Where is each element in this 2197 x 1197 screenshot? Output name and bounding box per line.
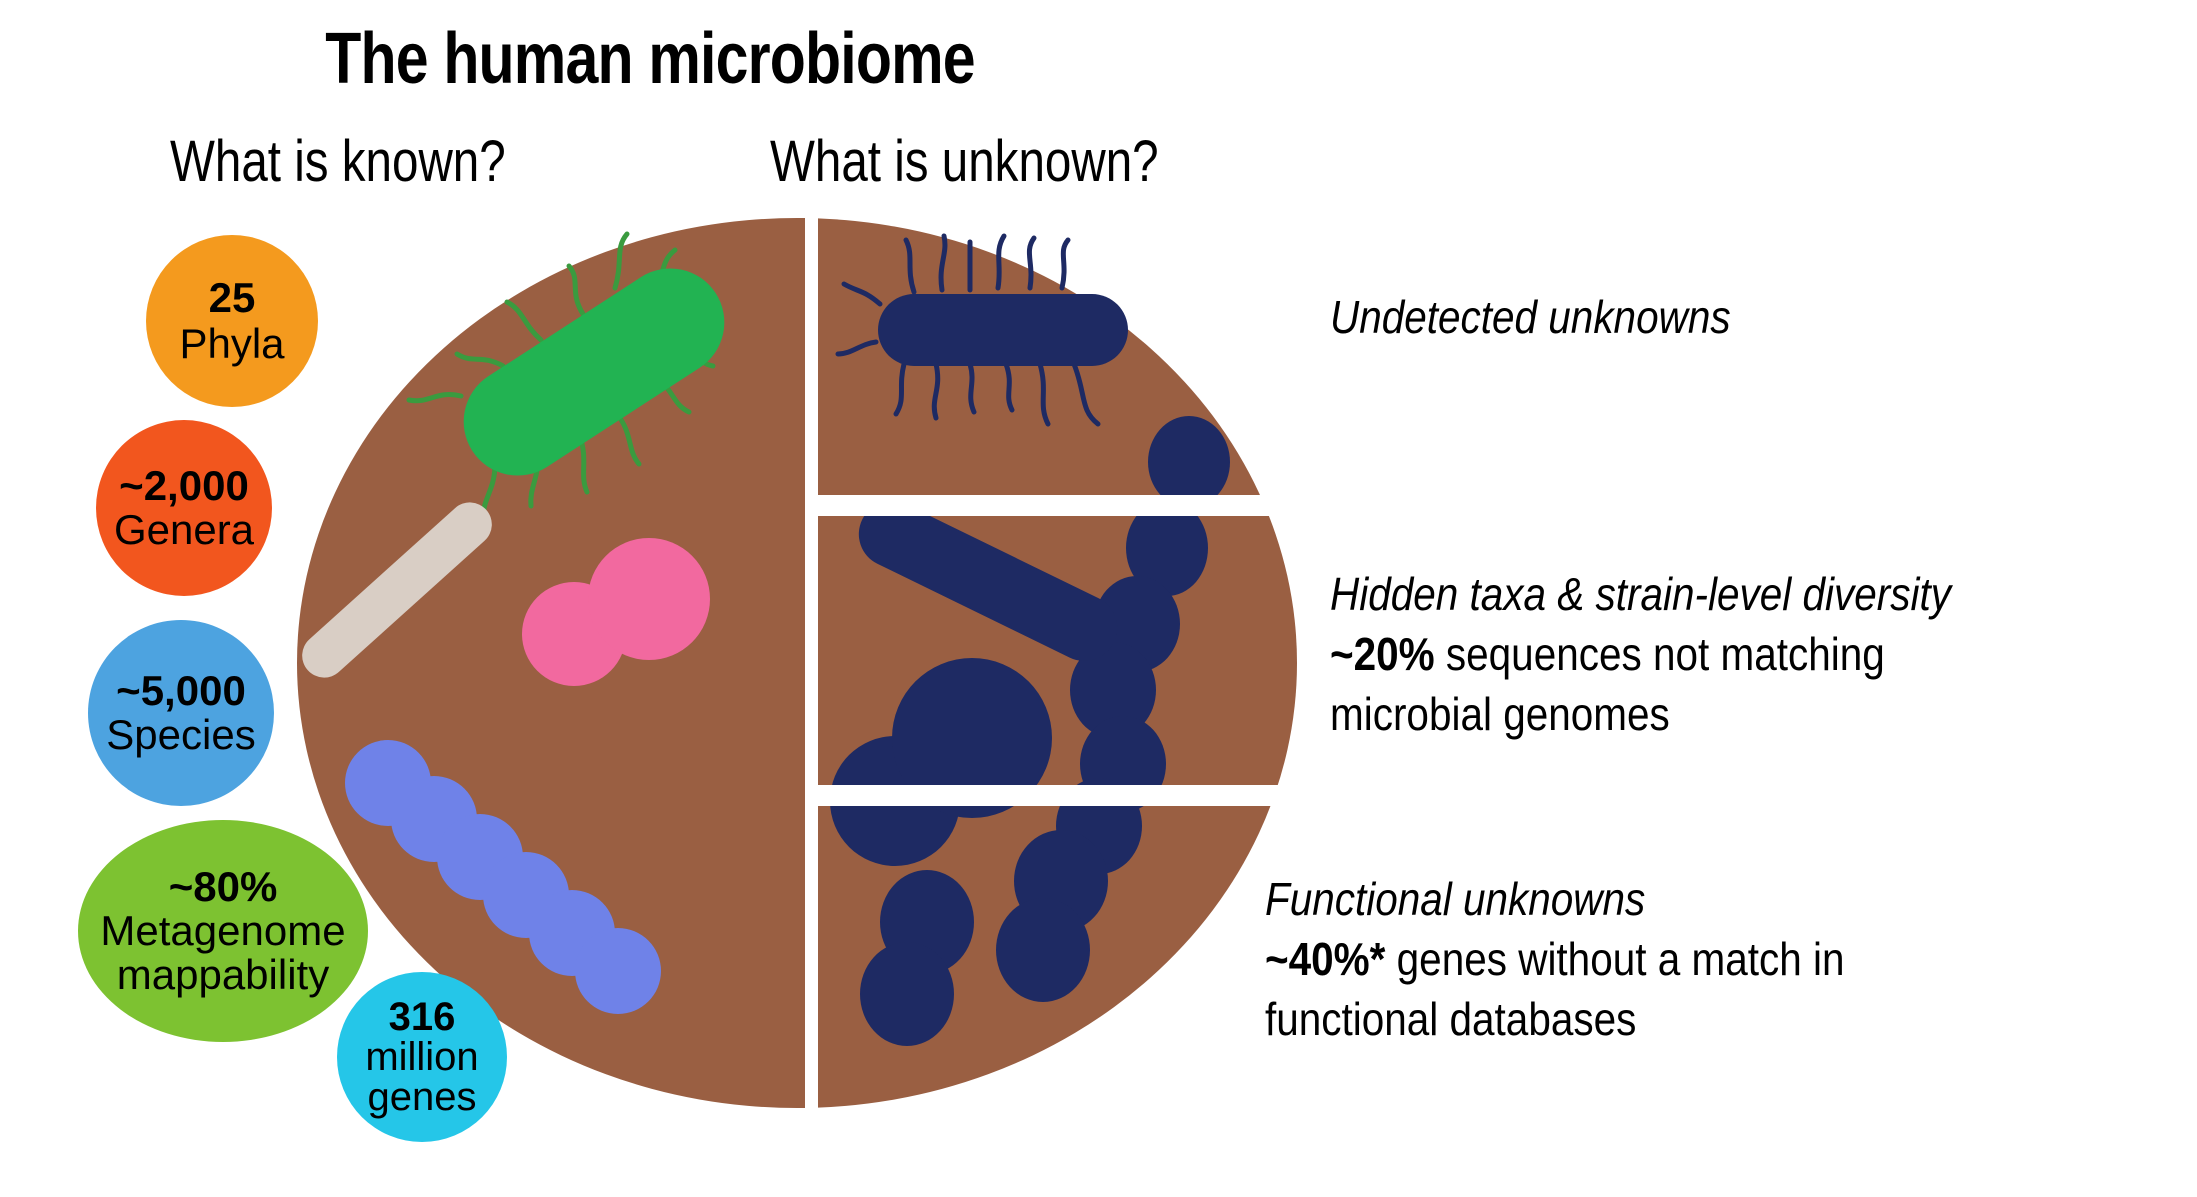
annotation-functional-unknowns: Functional unknowns ~40%* genes without … — [1265, 870, 1844, 1049]
stat-value-species: ~5,000 — [116, 667, 246, 714]
wedge-separator-top — [818, 495, 1297, 516]
stat-value-genera: ~2,000 — [119, 462, 249, 509]
annotation-stat-hidden: ~20% — [1330, 627, 1435, 680]
annotation-heading-functional: Functional unknowns — [1265, 873, 1646, 925]
stat-bubble-mappability: ~80% Metagenome mappability — [78, 820, 368, 1042]
annotation-hidden-taxa: Hidden taxa & strain-level diversity ~20… — [1330, 565, 1951, 744]
stat-value-mappability: ~80% — [168, 863, 278, 910]
stat-value-phyla: 25 — [208, 274, 256, 321]
heading-what-is-unknown: What is unknown? — [770, 129, 1159, 194]
stat-bubble-genes: 316 million genes — [337, 972, 507, 1142]
annotation-body-functional-line1: ~40%* genes without a match in — [1265, 930, 1844, 990]
annotation-body-hidden-line1: ~20% sequences not matching — [1330, 625, 1951, 685]
annotation-undetected-unknowns: Undetected unknowns — [1330, 288, 1731, 348]
stat-bubble-species: ~5,000 Species — [88, 620, 274, 806]
annotation-text-hidden-line1: sequences not matching — [1434, 627, 1885, 680]
wedge-separator-bottom — [818, 785, 1297, 806]
stat-value-genes: 316 — [388, 995, 456, 1039]
annotation-body-hidden-line2: microbial genomes — [1330, 687, 1670, 740]
unknown-half-disc — [818, 218, 1297, 1108]
annotation-text-functional-line1: genes without a match in — [1385, 932, 1845, 985]
annotation-stat-functional: ~40%* — [1265, 932, 1386, 985]
navy-rod-bacterium — [878, 294, 1128, 366]
annotation-heading-undetected: Undetected unknowns — [1330, 291, 1731, 343]
stat-bubble-genera: ~2,000 Genera — [96, 420, 272, 596]
navy-diplococcus-left — [860, 870, 1000, 1050]
stat-label-mappability-line2: mappability — [116, 951, 330, 998]
pink-diplococcus — [522, 538, 712, 688]
stat-label-species: Species — [106, 711, 256, 758]
stat-label-mappability-line1: Metagenome — [100, 907, 346, 954]
periwinkle-coccus-chain — [337, 738, 737, 1038]
stat-label-genes-line1: million — [365, 1035, 479, 1079]
navy-diplococcus-right — [996, 830, 1136, 1010]
annotation-body-functional-line2: functional databases — [1265, 992, 1637, 1045]
annotation-heading-hidden: Hidden taxa & strain-level diversity — [1330, 568, 1951, 620]
stat-label-genera: Genera — [113, 506, 255, 553]
stat-label-phyla: Phyla — [179, 320, 285, 367]
page-title: The human microbiome — [325, 19, 975, 99]
known-half-disc — [297, 218, 805, 1108]
stat-bubble-phyla: 25 Phyla — [146, 235, 318, 407]
heading-what-is-known: What is known? — [170, 129, 506, 194]
stat-label-genes-line2: genes — [367, 1075, 477, 1119]
microbiome-circle-diagram — [297, 218, 1297, 1108]
